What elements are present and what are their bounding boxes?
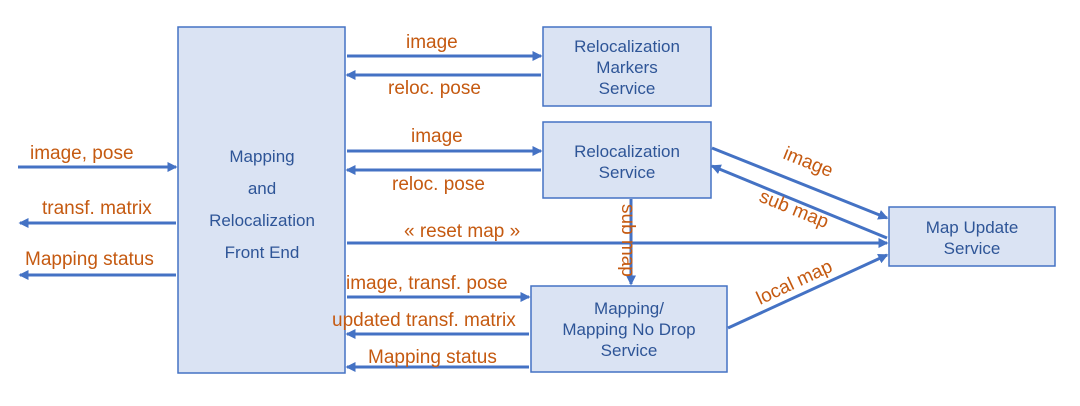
front-end-label-4: Front End bbox=[225, 243, 300, 262]
reloc-markers-box bbox=[542, 26, 712, 107]
mapping-box bbox=[530, 285, 728, 373]
mapping-node: Mapping/ Mapping No Drop Service bbox=[530, 285, 728, 373]
label-output-transf-matrix: transf. matrix bbox=[42, 198, 152, 219]
label-reset-map: « reset map » bbox=[404, 221, 520, 242]
arrow-mapupdate-image bbox=[711, 146, 889, 220]
reloc-markers-node: Relocalization Markers Service bbox=[542, 26, 712, 107]
mapping-label-1: Mapping/ bbox=[594, 299, 664, 318]
front-end-box bbox=[177, 26, 346, 374]
label-input-image-pose: image, pose bbox=[30, 143, 134, 164]
label-markers-reloc-pose: reloc. pose bbox=[388, 78, 481, 99]
label-mapupdate-image: image bbox=[780, 143, 836, 182]
map-update-node: Map Update Service bbox=[888, 206, 1056, 267]
map-update-box bbox=[888, 206, 1056, 267]
front-end-label-2: and bbox=[248, 179, 276, 198]
reloc-markers-label-2: Markers bbox=[596, 58, 657, 77]
label-submap-vertical: sub map bbox=[617, 204, 638, 277]
front-end-label-3: Relocalization bbox=[209, 211, 315, 230]
arrow-mapupdate-sub-map bbox=[710, 164, 888, 240]
label-mapping-mapping-status: Mapping status bbox=[368, 347, 497, 368]
reloc-service-node: Relocalization Service bbox=[542, 121, 712, 199]
arrow-mapupdate-local-map bbox=[727, 253, 889, 330]
map-update-label-2: Service bbox=[944, 239, 1001, 258]
reloc-markers-label-1: Relocalization bbox=[574, 37, 680, 56]
label-reloc-image: image bbox=[411, 126, 463, 147]
map-update-label-1: Map Update bbox=[926, 218, 1019, 237]
label-markers-image: image bbox=[406, 32, 458, 53]
mapping-label-3: Service bbox=[601, 341, 658, 360]
label-mapping-updated-transf-matrix: updated transf. matrix bbox=[332, 310, 516, 331]
label-reloc-reloc-pose: reloc. pose bbox=[392, 174, 485, 195]
label-mapupdate-sub-map: sub map bbox=[756, 186, 831, 233]
mapping-label-2: Mapping No Drop bbox=[562, 320, 695, 339]
reloc-service-box bbox=[542, 121, 712, 199]
reloc-markers-label-3: Service bbox=[599, 79, 656, 98]
label-mapping-image-transf-pose: image, transf. pose bbox=[346, 273, 508, 294]
reloc-service-label-1: Relocalization bbox=[574, 142, 680, 161]
label-output-mapping-status: Mapping status bbox=[25, 249, 154, 270]
reloc-service-label-2: Service bbox=[599, 163, 656, 182]
front-end-node: Mapping and Relocalization Front End bbox=[177, 26, 346, 374]
front-end-label-1: Mapping bbox=[229, 147, 294, 166]
